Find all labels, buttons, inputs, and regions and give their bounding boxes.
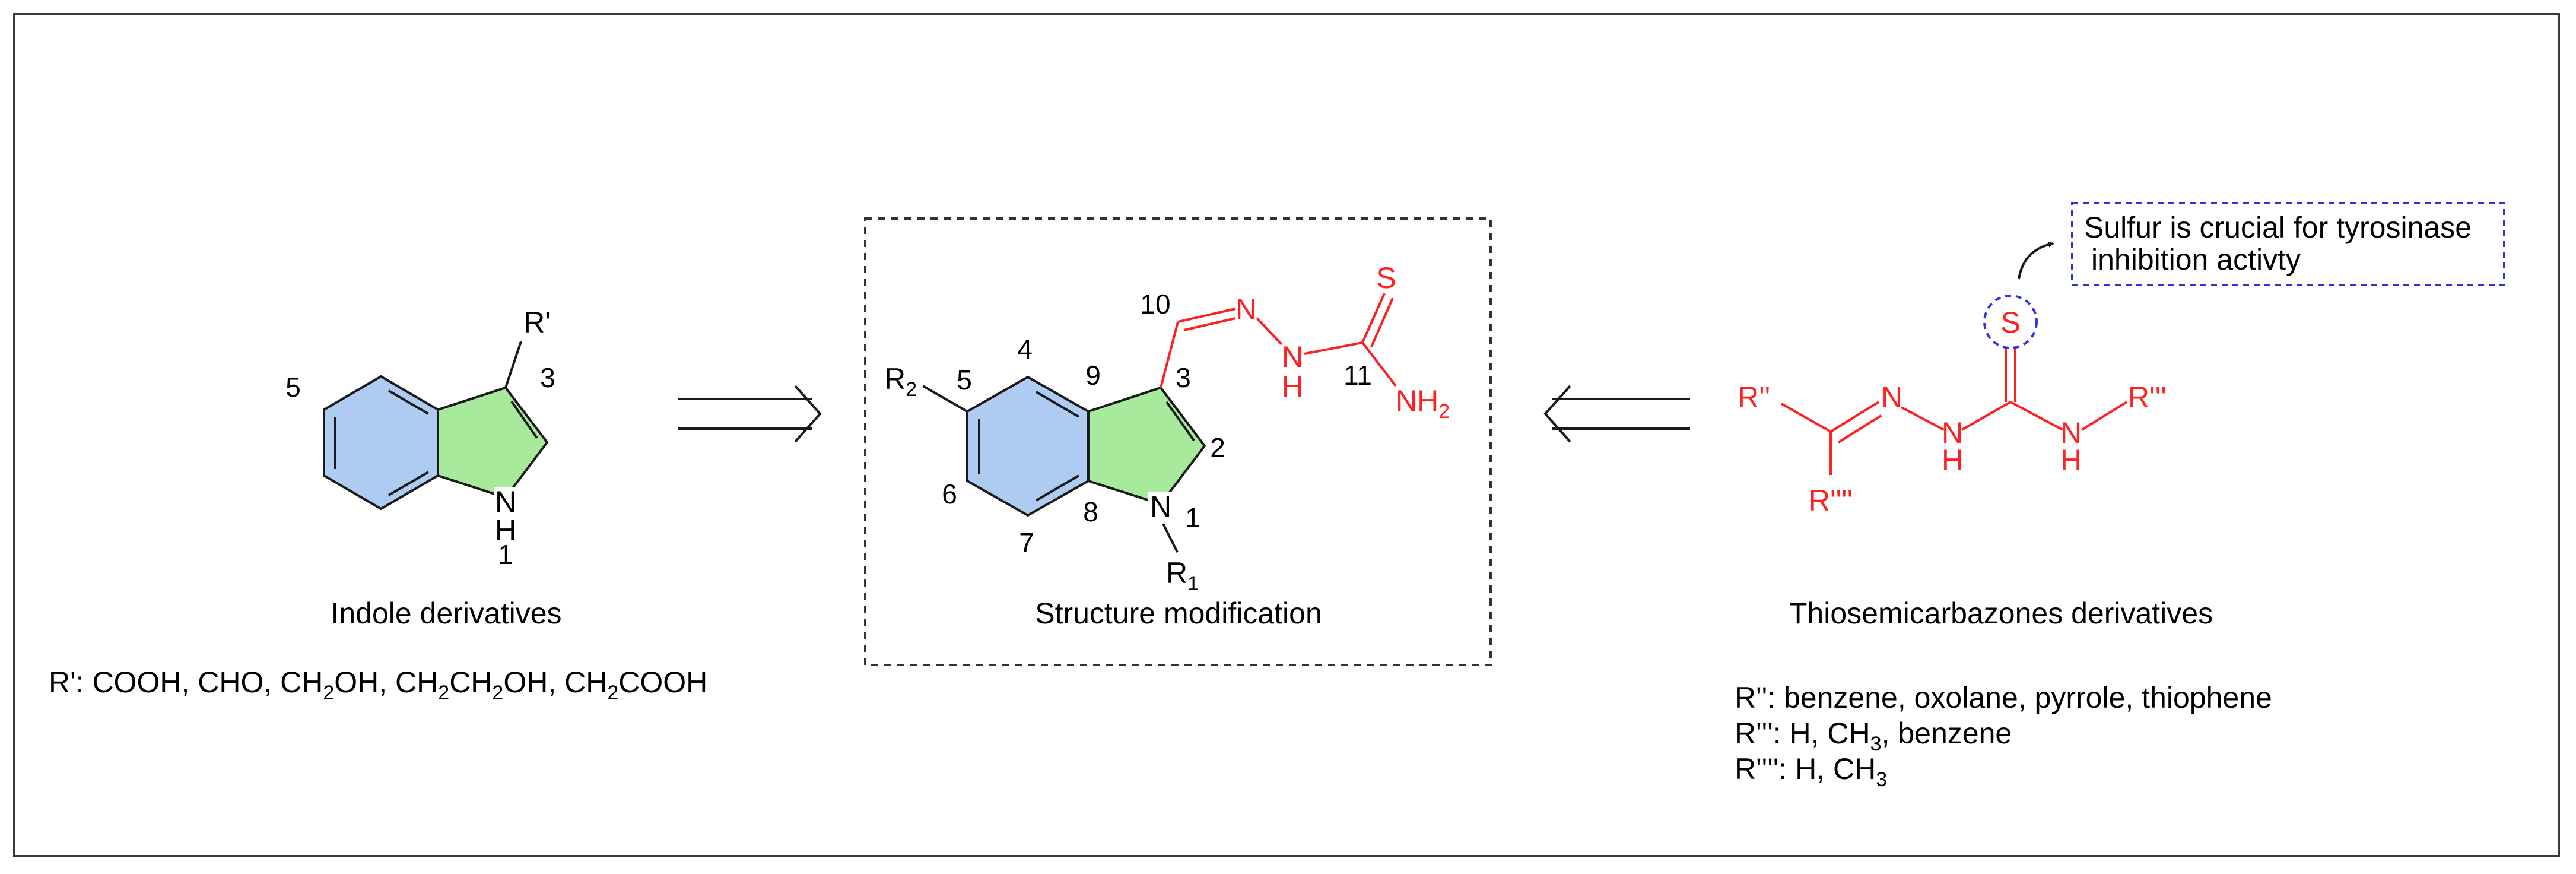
product-structure: R2 N R1 10 4 9 3 5 2 6 7 8 1 11 N N H S … [884, 261, 1450, 595]
indole-nitrogen: N [495, 485, 516, 518]
figure-frame [13, 13, 2560, 857]
product-pos-6: 6 [942, 479, 957, 509]
product-sulfur: S [1376, 261, 1396, 294]
tsc-caption: Thiosemicarbazones derivatives [1789, 597, 2213, 630]
product-pos-4: 4 [1017, 334, 1033, 365]
tsc-r-quadruple-prime: R'''' [1809, 484, 1853, 517]
product-pos-5: 5 [957, 365, 972, 395]
indole-pos-3: 3 [540, 362, 555, 393]
product-hydrazine-nitrogen: N [1282, 340, 1303, 373]
callout-line-2: inhibition activty [2091, 243, 2301, 276]
tsc-amide-hydrogen: H [2060, 444, 2082, 477]
product-r2: R2 [884, 362, 917, 401]
product-pos-7: 7 [1019, 527, 1034, 558]
tsc-imine-nitrogen: N [1881, 381, 1902, 414]
indole-pyrrole-ring [437, 386, 549, 499]
product-hydrazine-hydrogen: H [1282, 370, 1303, 403]
tsc-r4-list: R'''': H, CH3 [1735, 752, 1887, 791]
indole-pos-1: 1 [498, 539, 513, 570]
callout-line-1: Sulfur is crucial for tyrosinase [2084, 211, 2472, 244]
product-pos-11: 11 [1343, 360, 1372, 391]
callout-arrow [2018, 241, 2054, 280]
product-pyrrole-ring [1087, 386, 1206, 506]
product-pos-3: 3 [1176, 362, 1191, 393]
retro-arrow-right [1543, 385, 1690, 443]
tsc-r3-list: R''': H, CH3, benzene [1735, 717, 2012, 755]
product-pos-9: 9 [1085, 360, 1101, 391]
tsc-amide-nitrogen: N [2060, 416, 2082, 449]
product-amine: NH2 [1396, 384, 1450, 423]
product-benzene-ring [966, 375, 1090, 517]
product-r1: R1 [1166, 556, 1199, 595]
indole-hydrogen: H [495, 514, 516, 547]
product-caption: Structure modification [1035, 597, 1322, 630]
tsc-r-triple-prime: R''' [2128, 381, 2167, 414]
tsc-hydrazine-nitrogen: N [1942, 416, 1963, 449]
indole-structure: R' 3 5 N H 1 [285, 306, 555, 570]
product-pos-10: 10 [1140, 289, 1170, 319]
product-dashed-box [864, 217, 1492, 666]
indole-caption: Indole derivatives [331, 597, 561, 630]
indole-r-prime: R' [523, 306, 551, 339]
product-pos-8: 8 [1083, 496, 1098, 527]
tsc-sulfur: S [2000, 306, 2020, 339]
tsc-r2-list: R'': benzene, oxolane, pyrrole, thiophen… [1735, 681, 2272, 714]
sulfur-highlight-circle [1983, 294, 2038, 349]
product-imine-nitrogen: N [1235, 293, 1257, 326]
product-ring-nitrogen: N [1150, 490, 1171, 523]
retro-arrow-left [678, 385, 822, 443]
indole-r-list: R': COOH, CHO, CH2OH, CH2CH2OH, CH2COOH [49, 666, 707, 704]
indole-pos-5: 5 [285, 372, 301, 403]
thiosemicarbazone-structure: R'' R'''' N N H S N H R''' [1738, 294, 2167, 517]
tsc-r-double-prime: R'' [1738, 381, 1770, 414]
indole-benzene-ring [323, 375, 439, 511]
callout-box [2071, 202, 2505, 286]
product-pos-1: 1 [1185, 502, 1200, 533]
product-pos-2: 2 [1210, 432, 1225, 463]
tsc-hydrazine-hydrogen: H [1942, 444, 1963, 477]
